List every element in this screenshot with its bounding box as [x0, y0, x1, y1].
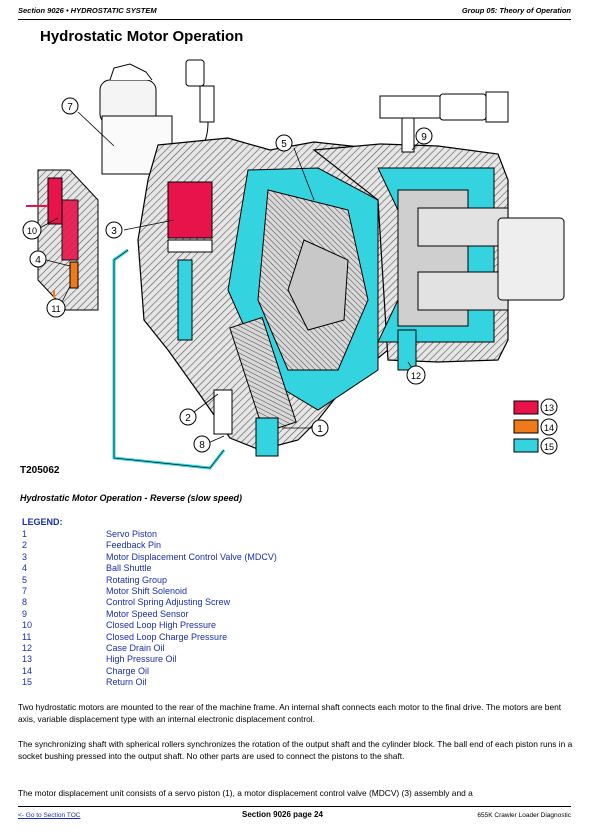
page-header: Section 9026 • HYDROSTATIC SYSTEM Group … — [18, 6, 571, 20]
legend-number: 13 — [22, 654, 33, 665]
callout-leaders — [35, 111, 425, 444]
legend-item: 14 Charge Oil — [22, 666, 422, 677]
legend-item: 12 Case Drain Oil — [22, 643, 422, 654]
ball-shuttle-block — [26, 169, 99, 311]
legend-number: 7 — [22, 585, 28, 596]
legend-item: 8 Control Spring Adjusting Screw — [22, 597, 422, 608]
motor-housing — [137, 137, 399, 457]
legend-label: Closed Loop Charge Pressure — [106, 631, 228, 642]
body-paragraph-1: Two hydrostatic motors are mounted to th… — [18, 702, 562, 725]
legend-item: 4 Ball Shuttle — [22, 563, 422, 574]
callout-7: 7 — [61, 97, 79, 115]
legend-number: 2 — [22, 540, 28, 551]
page-number: Section 9026 page 24 — [242, 810, 323, 819]
callout-15: 15 — [544, 442, 554, 452]
callout-12: 12 — [406, 365, 426, 385]
callout-14: 14 — [544, 423, 554, 433]
legend-number: 8 — [22, 597, 28, 608]
group-label: Group 05: Theory of Operation — [461, 6, 571, 15]
legend-number: 10 — [22, 620, 33, 631]
legend-label: Rotating Group — [106, 574, 168, 585]
legend-number: 1 — [22, 529, 28, 539]
svg-text:12: 12 — [411, 371, 421, 381]
legend-item: 9 Motor Speed Sensor — [22, 609, 422, 620]
legend-label: Control Spring Adjusting Screw — [106, 597, 231, 608]
svg-text:7: 7 — [67, 102, 73, 113]
callout-10: 10 — [22, 220, 42, 240]
legend-item: 3 Motor Displacement Control Valve (MDCV) — [22, 552, 422, 563]
legend-label: Case Drain Oil — [106, 642, 165, 653]
page-title: Hydrostatic Motor Operation — [40, 28, 244, 45]
legend-number: 9 — [22, 608, 28, 619]
legend-item: 5 Rotating Group — [22, 575, 422, 586]
svg-text:2: 2 — [185, 413, 191, 424]
svg-text:3: 3 — [111, 226, 117, 237]
legend-item: 11 Closed Loop Charge Pressure — [22, 632, 422, 643]
callout-13: 13 — [544, 403, 554, 413]
legend-number: 12 — [22, 642, 33, 653]
svg-text:11: 11 — [51, 304, 60, 314]
legend-label: Ball Shuttle — [106, 563, 152, 574]
callout-5: 5 — [275, 134, 293, 152]
legend-label: Motor Displacement Control Valve (MDCV) — [106, 551, 277, 562]
svg-text:1: 1 — [317, 424, 323, 435]
legend-item: 2 Feedback Pin — [22, 540, 422, 551]
legend-label: Charge Oil — [106, 665, 150, 676]
legend-item: 13 High Pressure Oil — [22, 654, 422, 665]
legend-label: Feedback Pin — [106, 540, 162, 551]
swatch-high-pressure — [513, 400, 539, 415]
figure-id: T205062 — [20, 465, 60, 476]
legend-label: High Pressure Oil — [106, 654, 177, 665]
motor-speed-sensor — [379, 91, 509, 153]
callout-2: 2 — [179, 408, 197, 426]
swatch-charge — [513, 419, 539, 434]
callout-markers: 7 5 9 3 10 4 11 2 8 1 12 — [22, 97, 433, 453]
svg-text:4: 4 — [35, 255, 41, 266]
body-paragraph-2: The synchronizing shaft with spherical r… — [18, 739, 573, 762]
callout-9: 9 — [415, 127, 433, 145]
callout-4: 4 — [29, 250, 47, 268]
figure-caption: Hydrostatic Motor Operation - Reverse (s… — [20, 493, 243, 503]
legend-label: Servo Piston — [106, 529, 158, 539]
callout-1: 1 — [311, 419, 329, 437]
legend-item: 1 Servo Piston — [22, 529, 422, 540]
body-paragraph-3: The motor displacement unit consists of … — [18, 788, 473, 798]
legend-list: 1 Servo Piston 2 Feedback Pin 3 Motor Displ… — [22, 529, 422, 688]
callout-3: 3 — [105, 221, 123, 239]
legend-number: 14 — [22, 665, 33, 676]
legend-label: Closed Loop High Pressure — [106, 620, 217, 631]
svg-text:5: 5 — [281, 139, 287, 150]
legend-number: 15 — [22, 677, 33, 688]
hydrostatic-motor-diagram: 7 5 9 3 10 4 11 2 8 1 12 13 14 15 — [18, 50, 571, 475]
legend-number: 4 — [22, 563, 28, 574]
svg-text:10: 10 — [27, 226, 37, 236]
svg-text:8: 8 — [199, 440, 205, 451]
legend-number: 5 — [22, 574, 28, 585]
page-footer: <- Go to Section TOC Section 9026 page 2… — [18, 810, 571, 824]
toc-link[interactable]: <- Go to Section TOC — [18, 812, 81, 819]
section-label: Section 9026 • HYDROSTATIC SYSTEM — [18, 6, 157, 15]
legend-item: 7 Motor Shift Solenoid — [22, 586, 422, 597]
legend-number: 3 — [22, 551, 28, 562]
color-key: 13 14 15 — [513, 398, 558, 455]
legend-item: 10 Closed Loop High Pressure — [22, 620, 422, 631]
legend-label: Return Oil — [106, 677, 147, 688]
callout-8: 8 — [193, 435, 211, 453]
legend-item: 15 Return Oil — [22, 677, 422, 688]
callout-11: 11 — [46, 298, 66, 318]
legend-label: Motor Shift Solenoid — [106, 585, 188, 596]
footer-divider — [18, 806, 571, 807]
output-shaft-housing — [312, 143, 565, 371]
legend-number: 11 — [22, 631, 32, 642]
svg-text:9: 9 — [421, 132, 427, 143]
product-name: 655K Crawler Loader Diagnostic — [477, 812, 571, 819]
legend-title: LEGEND: — [22, 517, 63, 527]
legend-label: Motor Speed Sensor — [106, 608, 189, 619]
swatch-return — [513, 438, 539, 453]
header-divider — [18, 19, 571, 20]
